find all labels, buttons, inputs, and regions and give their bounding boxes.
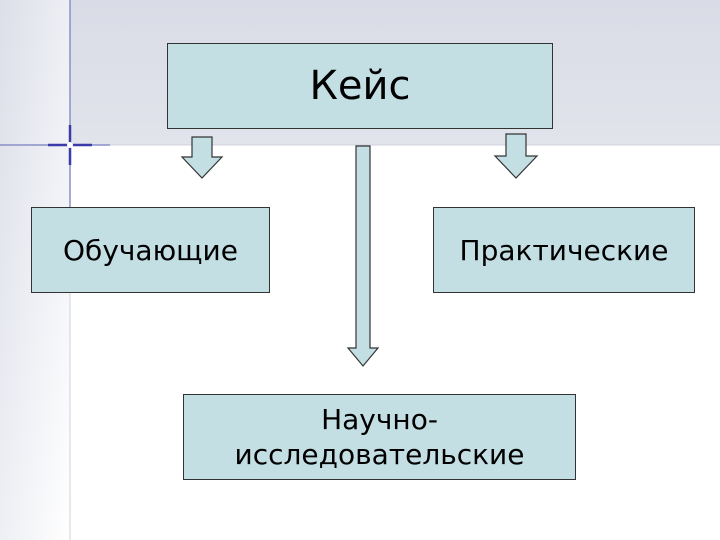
root-node-kejs: Кейс [167,43,553,129]
node-nauchno-issledovatelskie: Научно-исследовательские [183,394,576,480]
decorative-star-icon [0,0,110,215]
node-nauchno-label: Научно-исследовательские [234,403,525,471]
node-prakticheskie: Практические [433,207,695,293]
node-obuchayushchie-label: Обучающие [63,233,238,267]
node-obuchayushchie: Обучающие [31,207,270,293]
root-node-label: Кейс [309,63,411,109]
node-prakticheskie-label: Практические [459,233,669,267]
